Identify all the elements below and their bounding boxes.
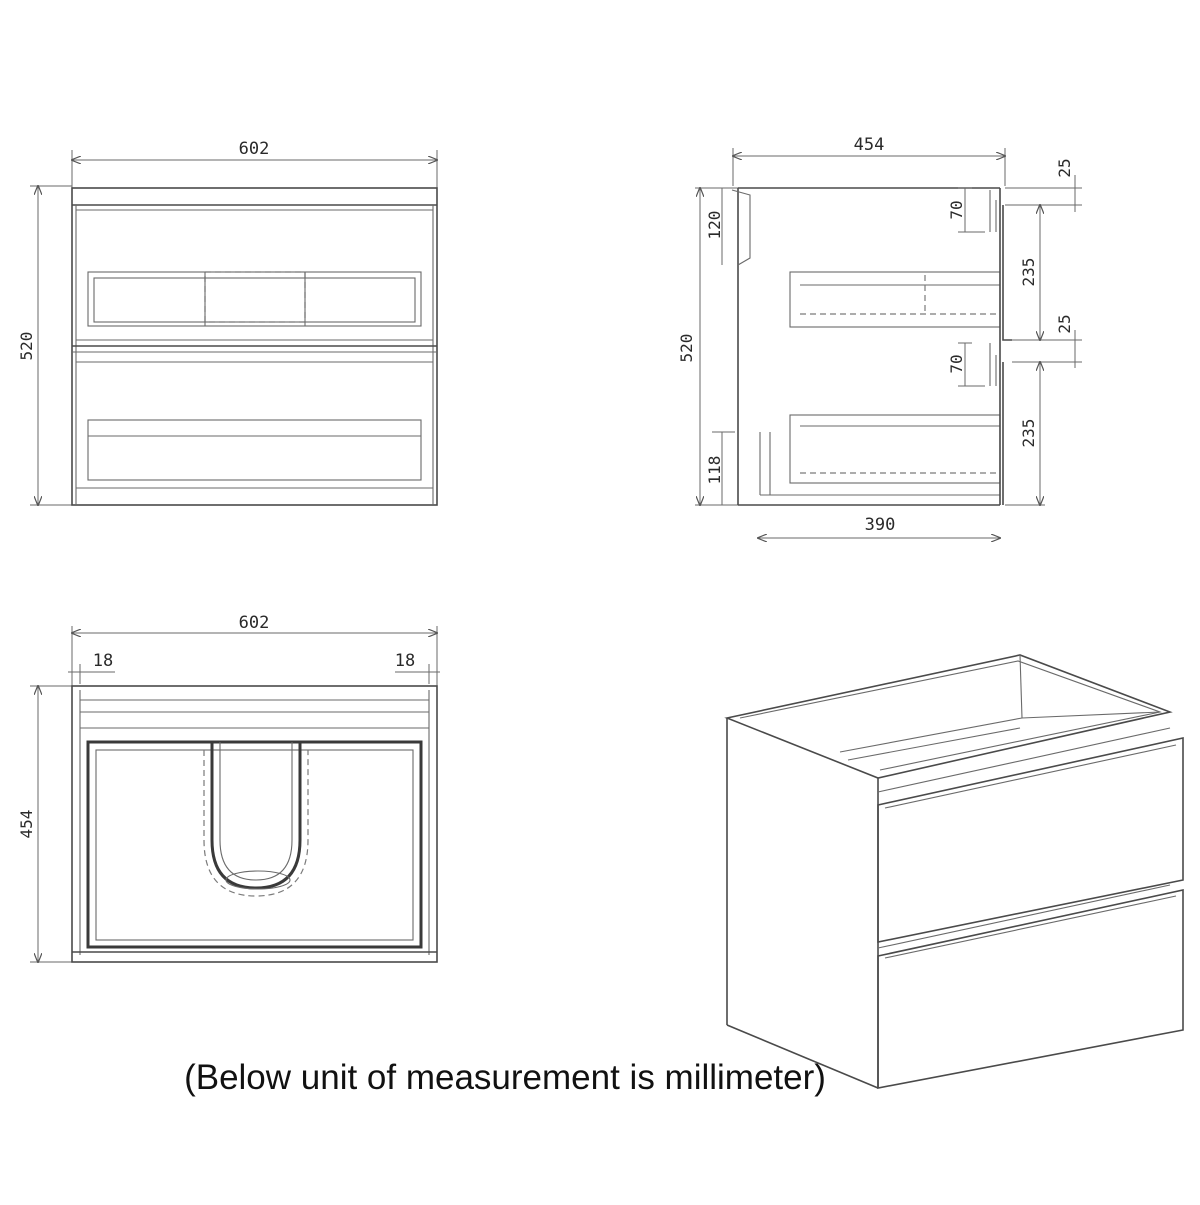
side-bottom-gap-label: 118 [705, 456, 724, 485]
side-drawer-fronts [989, 188, 1012, 505]
side-depth-label: 454 [854, 135, 885, 155]
side-top-rail-dimension: 120 [705, 188, 724, 265]
side-gap-mid-label: 70 [947, 354, 966, 373]
side-drawer2-label: 235 [1019, 419, 1038, 448]
iso-lower-drawer [877, 884, 1184, 1089]
plumbing-cutout [203, 742, 309, 897]
side-mid-offset-label: 25 [1055, 314, 1074, 333]
top-depth-dimension: 454 [17, 686, 72, 962]
side-top-rail-label: 120 [705, 211, 724, 240]
side-top-offset-label: 25 [1055, 158, 1074, 177]
isometric-view [724, 654, 1184, 1089]
front-view: 602 520 [17, 139, 437, 505]
top-width-dimension: 602 [72, 613, 437, 686]
side-drawer1-label: 235 [1019, 258, 1038, 287]
side-depth-dimension: 454 [733, 135, 1005, 186]
side-inner-depth-label: 390 [865, 515, 896, 535]
side-gap-mid-dimension: 70 [947, 342, 985, 387]
front-width-label: 602 [239, 139, 270, 159]
side-bottom-gap-dimension: 118 [705, 431, 735, 505]
side-gap-top-label: 70 [947, 200, 966, 219]
side-right-chain-dimension: 25 235 25 235 [1005, 158, 1082, 505]
side-gap-top-dimension: 70 [947, 187, 985, 233]
top-side-left-label: 18 [93, 651, 113, 671]
front-lower-drawer [76, 361, 433, 489]
top-view: 602 18 18 454 [17, 613, 440, 962]
side-height-dimension: 520 [677, 188, 738, 505]
front-height-label: 520 [17, 332, 36, 361]
measurement-unit-caption: (Below unit of measurement is millimeter… [184, 1058, 826, 1097]
side-inner-depth-dimension: 390 [758, 515, 1000, 538]
front-height-dimension: 520 [17, 186, 72, 505]
top-side-right-label: 18 [395, 651, 415, 671]
top-side-thickness-dimension: 18 18 [68, 651, 440, 684]
side-view: 454 520 120 118 390 [677, 135, 1082, 538]
iso-upper-drawer [877, 727, 1184, 943]
side-height-label: 520 [677, 334, 696, 363]
front-width-dimension: 602 [72, 139, 437, 188]
front-upper-drawer [76, 209, 433, 341]
top-width-label: 602 [239, 613, 270, 633]
top-depth-label: 454 [17, 810, 36, 839]
